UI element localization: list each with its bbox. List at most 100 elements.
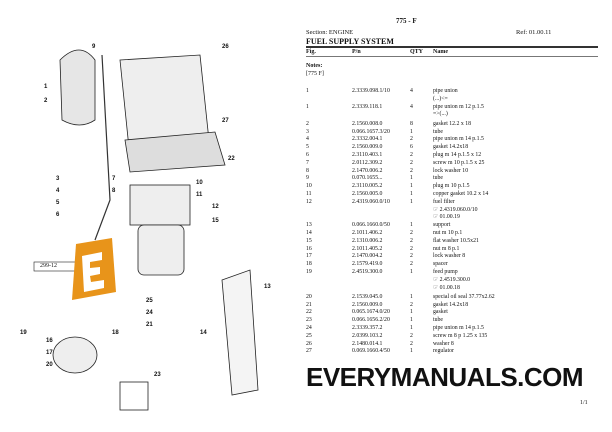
part-number-cell: 2.1470.006.2: [352, 167, 383, 174]
filter-bowl: [137, 224, 185, 276]
qty-cell: 6: [410, 144, 413, 151]
table-subrow: ☞ 01.00.19: [306, 214, 598, 221]
column-pn: P/n: [352, 49, 361, 55]
name-cell: tube: [433, 175, 443, 182]
name-cell: plug m 10 p.1.5: [433, 183, 470, 190]
part-number-cell: 2.3339.118.1: [352, 103, 383, 110]
qty-cell: 2: [410, 253, 413, 260]
reference-note: ☞ 2.4519.300.0: [433, 276, 471, 283]
part-number-cell: 2.4319.060.0/10: [352, 198, 390, 205]
table-subrow: ☞ 01.00.18: [306, 285, 598, 292]
name-cell: gasket: [433, 309, 448, 316]
part-number-cell: 2.1470.004.2: [352, 253, 383, 260]
name-cell: pipe union m 14 p.1.5: [433, 325, 484, 331]
fig-cell: 19: [306, 268, 312, 275]
qty-cell: 2: [410, 151, 413, 158]
part-number-cell: 2.1539.045.0: [352, 293, 383, 300]
name-cell: pipe union: [433, 88, 458, 94]
qty-cell: 1: [410, 309, 413, 316]
part-number-cell: 0.069.1660.4/50: [352, 348, 390, 355]
callout-number: 5: [56, 200, 60, 206]
reference-label: Ref: 01.00.11: [516, 29, 552, 36]
name-cell: tube: [433, 317, 443, 324]
page-number: 1/1: [580, 400, 588, 406]
table-subrow: ☞ 2.4319.060.0/10: [306, 207, 598, 214]
table-row: 1 2.3339.118.1 4 pipe union m 12 p.1.5: [306, 104, 598, 111]
part-number-cell: 2.1011.405.2: [352, 245, 383, 252]
fig-cell: 21: [306, 301, 312, 308]
fig-cell: 23: [306, 317, 312, 324]
name-cell: gasket 14.2x18: [433, 144, 469, 151]
qty-cell: 2: [410, 340, 413, 347]
callout-number: 18: [112, 330, 119, 336]
callout-number: 21: [146, 322, 153, 328]
part-number-cell: 2.1310.006.2: [352, 237, 383, 244]
callout-number: 4: [56, 188, 60, 194]
fig-cell: 27: [306, 348, 312, 355]
callout-number: 15: [212, 218, 219, 224]
name-cell: gasket 14.2x18: [433, 301, 469, 308]
fig-cell: 1: [306, 103, 309, 110]
tube-pipe: [59, 49, 96, 126]
part-number-cell: 0.065.1674.0/20: [352, 309, 390, 316]
notes-label: Notes:: [306, 63, 323, 69]
qty-cell: 1: [410, 293, 413, 300]
filter-head: [129, 184, 191, 226]
qty-cell: 2: [410, 237, 413, 244]
name-cell: pipe union m 12 p.1.5: [433, 103, 484, 110]
callout-number: 1: [44, 84, 48, 90]
fig-cell: 9: [306, 175, 309, 182]
part-number-cell: 0.066.1656.2/20: [352, 317, 390, 324]
name-cell: regulator: [433, 348, 454, 355]
callout-number: 8: [112, 188, 116, 194]
fig-cell: 1: [306, 88, 309, 94]
fig-cell: 2: [306, 120, 309, 127]
part-number-cell: 2.1560.009.0: [352, 144, 383, 151]
name-cell: screw m 8 p 1.25 x 135: [433, 332, 488, 339]
callout-number: 2: [44, 98, 48, 104]
name-cell: flat washer 10.5x21: [433, 237, 479, 244]
fig-cell: 25: [306, 332, 312, 339]
page-title: FUEL SUPPLY SYSTEM: [306, 37, 394, 46]
callout-number: 7: [112, 176, 116, 182]
model-code: 775 - F: [396, 17, 417, 25]
part-number-cell: 0.070.1655...: [352, 175, 383, 182]
qty-cell: 2: [410, 261, 413, 268]
fig-cell: 18: [306, 261, 312, 268]
qty-cell: 2: [410, 301, 413, 308]
qty-cell: 4: [410, 103, 413, 110]
part-number-cell: 2.1579.419.0: [352, 261, 383, 268]
feed-pump: [52, 336, 98, 374]
column-name: Name: [433, 49, 448, 55]
support-bracket: [221, 269, 259, 396]
name-cell: gasket 12.2 x 18: [433, 120, 471, 127]
callout-number: 19: [20, 330, 27, 336]
part-number-cell: 0.066.1657.3/20: [352, 128, 390, 135]
part-number-cell: 2.0112.309.2: [352, 159, 383, 166]
everymanuals-logo-icon: [72, 238, 116, 300]
name-cell: pipe union m 14 p.1.5: [433, 136, 484, 143]
section-label: Section: ENGINE: [306, 29, 354, 36]
part-number-cell: 2.3339.098.1/10: [352, 88, 390, 94]
callout-number: 13: [264, 284, 271, 290]
column-fig: Fig.: [306, 49, 316, 55]
callout-number: 10: [196, 180, 203, 186]
qty-cell: 1: [410, 128, 413, 135]
reference-note: ☞ 2.4319.060.0/10: [433, 206, 478, 213]
